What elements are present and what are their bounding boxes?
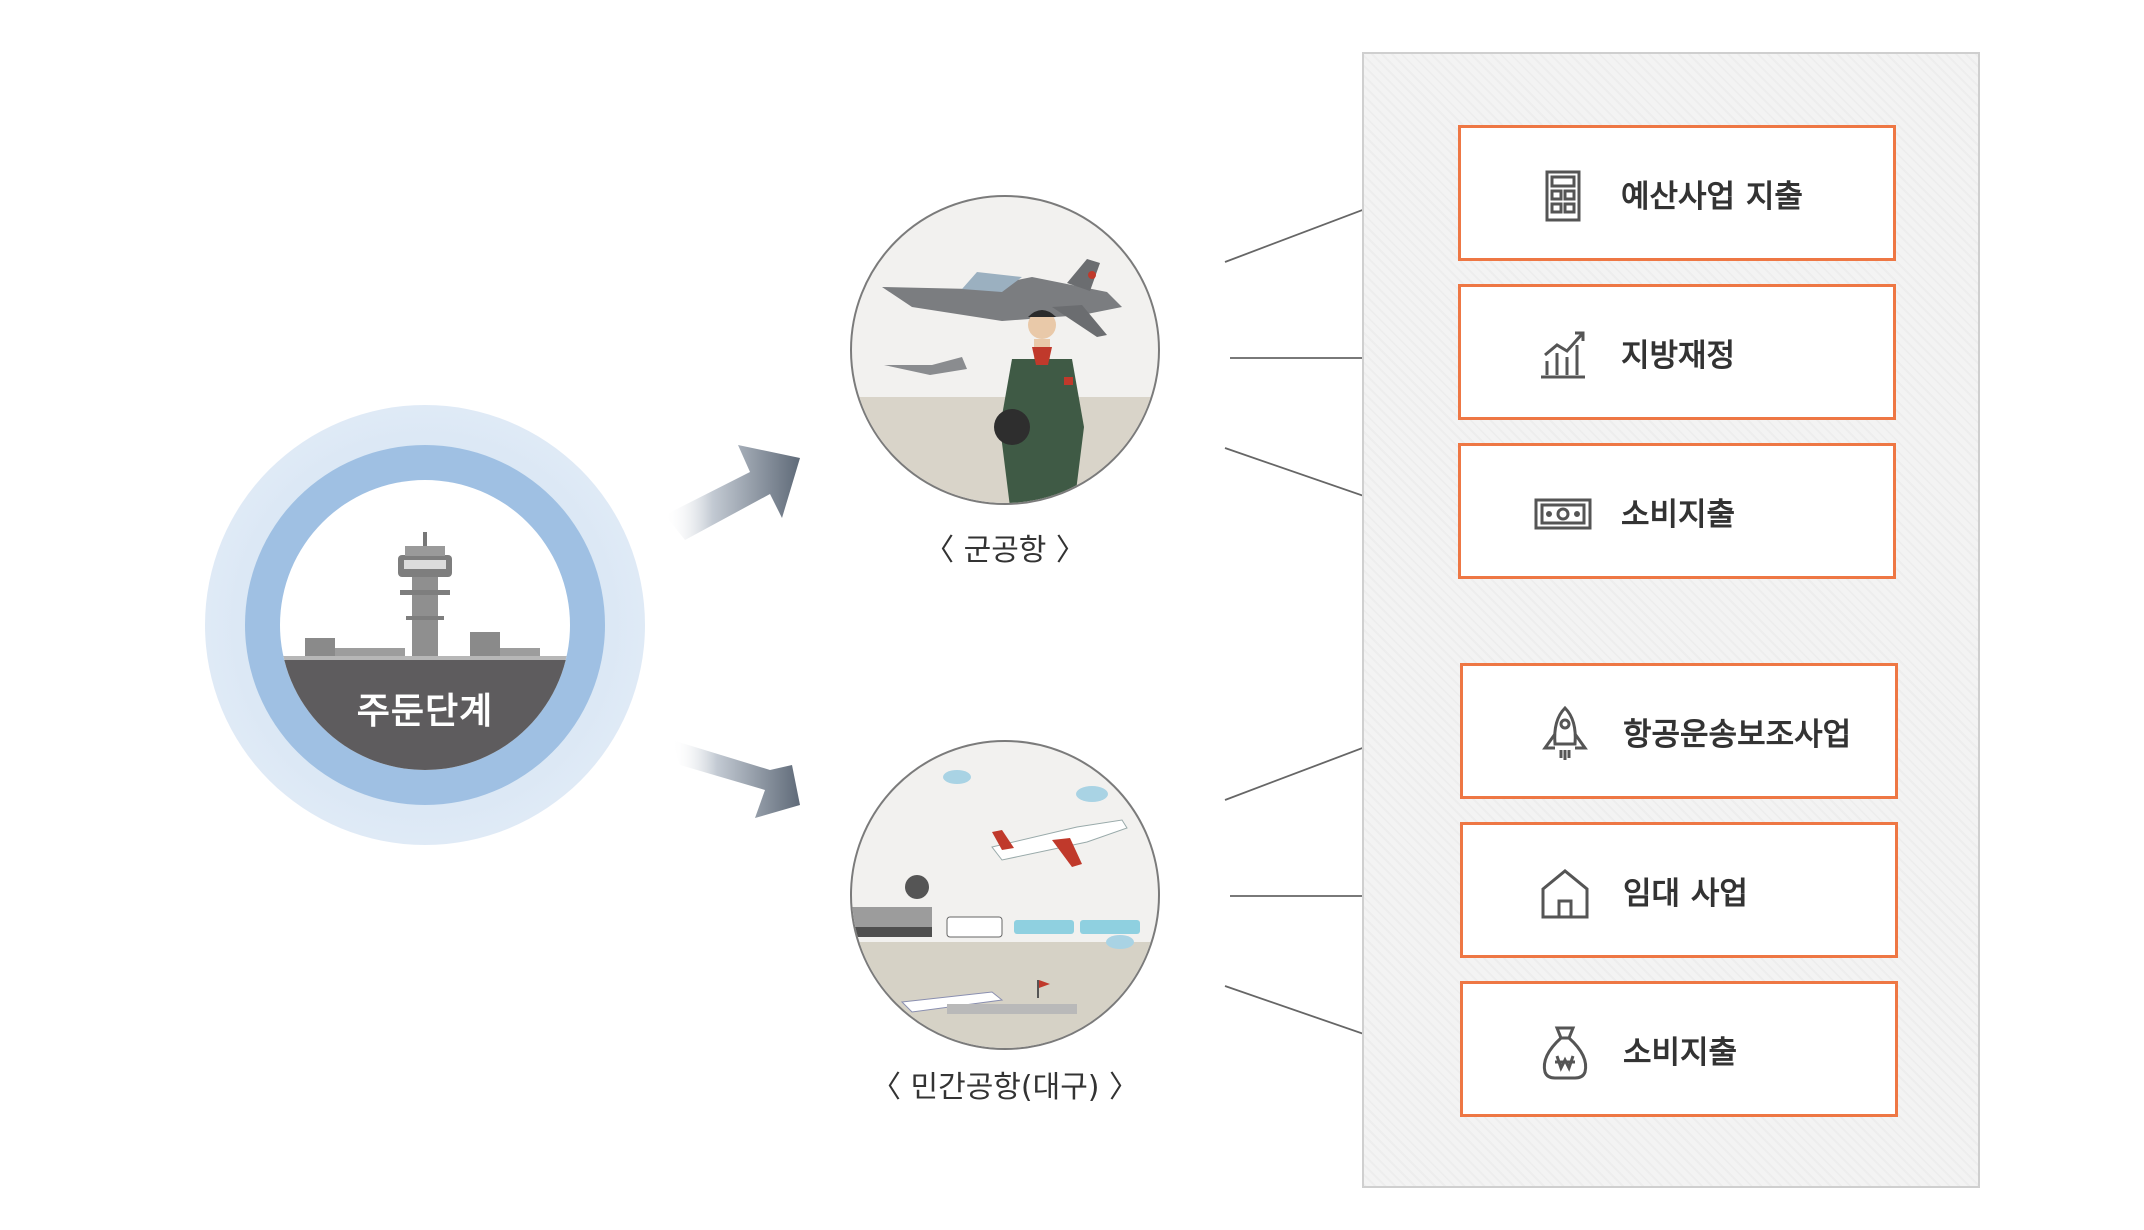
civil-airport-illustration bbox=[852, 770, 1158, 1048]
hub-ground bbox=[280, 660, 570, 770]
control-tower-illustration bbox=[280, 532, 570, 662]
military-airport-circle bbox=[850, 195, 1160, 505]
hub-circle: 주둔단계 bbox=[280, 480, 570, 770]
civil-airport-label: 〈 민간공항(대구) 〉 bbox=[870, 1070, 1140, 1105]
effect-box-local-finance: 지방재정 bbox=[1458, 284, 1896, 420]
effect-box-air-transport-subsidy: 항공운송보조사업 bbox=[1460, 663, 1898, 799]
house-icon bbox=[1535, 863, 1595, 923]
fighter-pilot-illustration bbox=[852, 259, 1158, 503]
money-bag-icon bbox=[1535, 1022, 1595, 1082]
effect-box-budget: 예산사업 지출 bbox=[1458, 125, 1896, 261]
civil-airport-circle bbox=[850, 740, 1160, 1050]
flow-arrow-lower bbox=[672, 740, 800, 818]
effect-label: 임대 사업 bbox=[1623, 875, 1748, 912]
effect-box-lease-business: 임대 사업 bbox=[1460, 822, 1898, 958]
effect-label: 항공운송보조사업 bbox=[1623, 716, 1852, 753]
banknote-icon bbox=[1533, 484, 1593, 544]
rocket-icon bbox=[1535, 704, 1595, 764]
effect-box-consumption-1: 소비지출 bbox=[1458, 443, 1896, 579]
effect-box-consumption-2: 소비지출 bbox=[1460, 981, 1898, 1117]
effect-label: 소비지출 bbox=[1621, 496, 1736, 533]
growth-chart-icon bbox=[1533, 325, 1593, 385]
flow-arrow-upper bbox=[665, 445, 800, 540]
effect-label: 예산사업 지출 bbox=[1621, 178, 1803, 215]
effect-label: 지방재정 bbox=[1621, 337, 1736, 374]
military-airport-label: 〈 군공항 〉 bbox=[924, 533, 1086, 568]
hub-label: 주둔단계 bbox=[356, 691, 494, 732]
effect-label: 소비지출 bbox=[1623, 1034, 1738, 1071]
calculator-icon bbox=[1533, 166, 1593, 226]
